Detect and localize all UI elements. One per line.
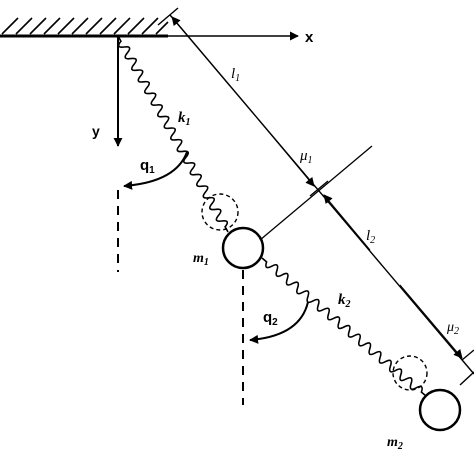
marker-mu2-tick xyxy=(461,349,474,361)
x-axis: x xyxy=(168,29,314,46)
mass-m1-label: m1 xyxy=(193,251,209,268)
ceiling-support xyxy=(0,17,169,38)
marker-mu1-line xyxy=(259,145,373,241)
rest-position-m1 xyxy=(201,193,239,231)
mass-m2-label: m2 xyxy=(387,435,403,452)
y-axis-label: y xyxy=(92,123,100,139)
length-dimension xyxy=(157,7,474,386)
angle-q2: q2 xyxy=(249,301,309,344)
spring-k2-label: k2 xyxy=(338,292,351,310)
angle-q1: q1 xyxy=(123,151,188,190)
spring-k1 xyxy=(117,35,229,233)
angle-q1-label: q1 xyxy=(140,157,155,176)
length-l1-label: l1 xyxy=(231,66,240,84)
marker-mu1-label: μ1 xyxy=(299,148,313,166)
length-l2-label: l2 xyxy=(366,228,375,246)
x-axis-label: x xyxy=(305,29,314,46)
rest-position-m2 xyxy=(392,355,428,391)
angle-q2-label: q2 xyxy=(263,309,278,328)
marker-mu2-label: μ2 xyxy=(446,320,459,337)
mass-m2 xyxy=(418,388,462,432)
spring-k1-label: k1 xyxy=(178,110,191,128)
spring-k2 xyxy=(261,257,427,397)
mass-m1 xyxy=(221,226,265,270)
y-axis: y xyxy=(92,36,123,147)
